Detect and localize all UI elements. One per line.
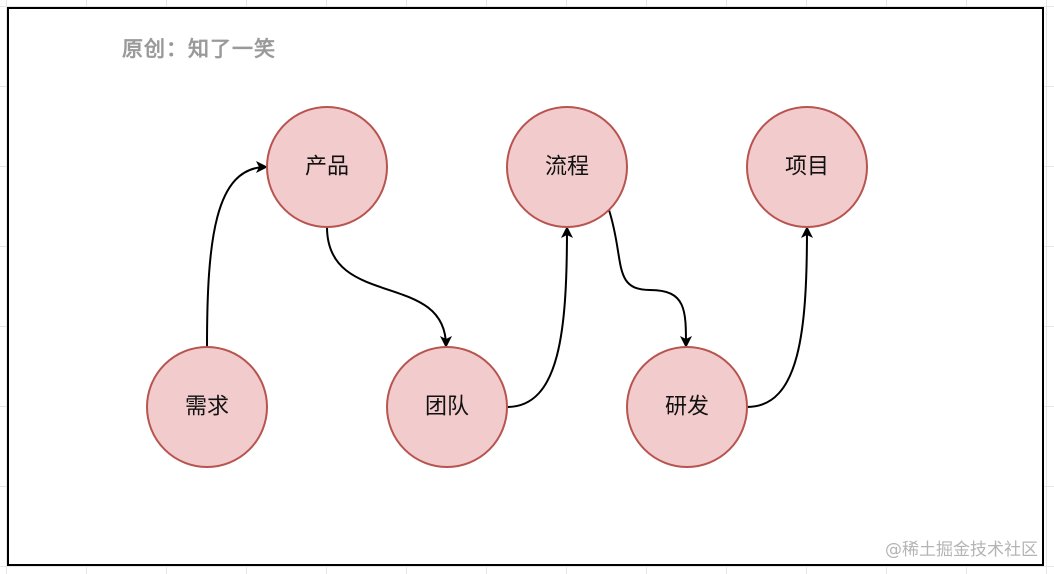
node-label: 需求 xyxy=(185,395,229,420)
node-tuandui: 团队 xyxy=(386,346,508,468)
edge-tuandui-liucheng xyxy=(506,226,573,408)
node-label: 团队 xyxy=(425,395,469,420)
node-circle xyxy=(266,106,388,228)
node-circle xyxy=(746,106,868,228)
node-label: 项目 xyxy=(785,155,829,180)
node-circle xyxy=(386,346,508,468)
node-chanpin: 产品 xyxy=(266,106,388,228)
node-label: 研发 xyxy=(665,395,709,420)
author-note: 原创：知了一笑 xyxy=(122,37,276,61)
node-circle xyxy=(146,346,268,468)
edge-liucheng-yanfa xyxy=(608,209,692,348)
node-label: 产品 xyxy=(305,155,349,180)
node-circle xyxy=(626,346,748,468)
edge-chanpin-tuandui xyxy=(326,226,452,348)
edges xyxy=(206,161,813,408)
node-circle xyxy=(506,106,628,228)
node-label: 流程 xyxy=(545,155,589,180)
node-xiangmu: 项目 xyxy=(746,106,868,228)
node-xuqiu: 需求 xyxy=(146,346,268,468)
edge-yanfa-xiangmu xyxy=(746,226,813,408)
edge-xuqiu-chanpin xyxy=(206,161,268,348)
node-yanfa: 研发 xyxy=(626,346,748,468)
diagram-frame xyxy=(7,7,1044,566)
watermark: @稀土掘金技术社区 xyxy=(885,540,1038,560)
node-liucheng: 流程 xyxy=(506,106,628,228)
